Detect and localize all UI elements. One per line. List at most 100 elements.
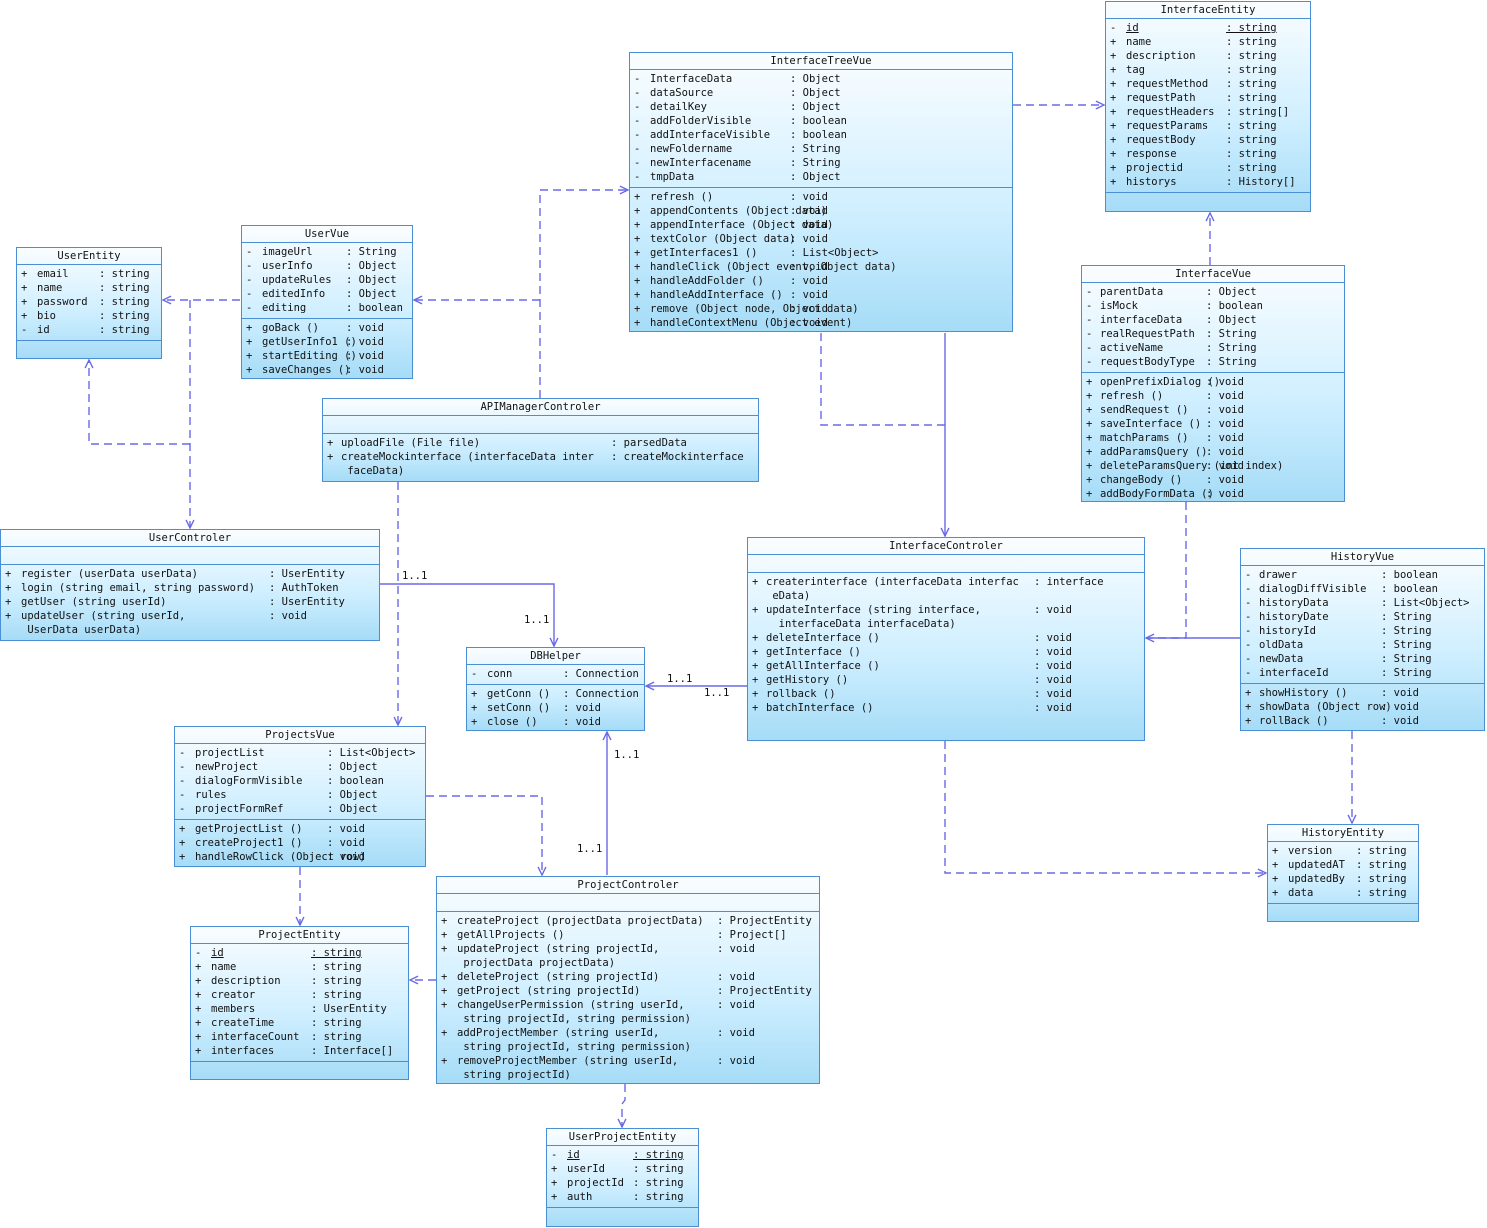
- visibility-marker: +: [1110, 176, 1117, 188]
- visibility-marker: +: [179, 851, 186, 863]
- attribute-section: -InterfaceData: Object-dataSource: Objec…: [630, 70, 1012, 188]
- visibility-marker: +: [5, 582, 12, 594]
- class-project-controler[interactable]: ProjectControler+createProject (projectD…: [436, 876, 820, 1084]
- class-title: UserControler: [1, 530, 379, 547]
- attribute-name: editing: [262, 302, 307, 314]
- visibility-marker: +: [634, 233, 641, 245]
- attribute-name: projectid: [1126, 162, 1183, 174]
- class-interface-tree-vue[interactable]: InterfaceTreeVue-InterfaceData: Object-d…: [629, 52, 1013, 332]
- attribute-row: +email: string: [17, 267, 161, 281]
- operation-signature: setConn (): [487, 702, 551, 714]
- visibility-marker: +: [634, 219, 641, 231]
- class-project-entity[interactable]: ProjectEntity-id: string+name: string+de…: [190, 926, 409, 1080]
- visibility-marker: +: [1086, 488, 1093, 500]
- arrow-head: [644, 681, 655, 691]
- class-title: InterfaceEntity: [1106, 2, 1310, 19]
- class-api-manager-controler[interactable]: APIManagerControler+uploadFile (File fil…: [322, 398, 759, 482]
- attribute-type: : boolean: [1381, 569, 1438, 581]
- attribute-section: +version: string+updatedAT: string+updat…: [1268, 842, 1418, 904]
- attribute-name: requestPath: [1126, 92, 1196, 104]
- operation-return-type: : void: [790, 303, 828, 315]
- visibility-marker: -: [179, 747, 186, 759]
- attribute-row: -parentData: Object: [1082, 285, 1344, 299]
- operation-signature: getUser (string userId): [21, 596, 167, 608]
- visibility-marker: +: [1272, 887, 1279, 899]
- class-interface-entity[interactable]: InterfaceEntity-id: string+name: string+…: [1105, 1, 1311, 212]
- attribute-type: : string: [1226, 50, 1277, 62]
- operation-return-type: : void: [790, 261, 828, 273]
- attribute-row: -addInterfaceVisible: boolean: [630, 128, 1012, 142]
- visibility-marker: +: [441, 1055, 448, 1067]
- attribute-type: : string: [1356, 845, 1407, 857]
- class-user-project-entity[interactable]: UserProjectEntity-id: string+userId: str…: [546, 1128, 699, 1227]
- visibility-marker: +: [752, 646, 759, 658]
- attribute-row: -id: string: [17, 323, 161, 337]
- operation-signature: textColor (Object data): [650, 233, 796, 245]
- attribute-row: -dialogDiffVisible: boolean: [1241, 582, 1484, 596]
- attribute-row: +updatedBy: string: [1268, 872, 1418, 886]
- operation-row: +getUser (string userId): UserEntity: [1, 595, 379, 609]
- multiplicity-label: 1..1: [667, 673, 693, 685]
- attribute-name: password: [37, 296, 88, 308]
- visibility-marker: +: [1110, 78, 1117, 90]
- attribute-name: dialogDiffVisible: [1259, 583, 1367, 595]
- class-history-vue[interactable]: HistoryVue-drawer: boolean-dialogDiffVis…: [1240, 548, 1485, 731]
- operation-return-type: : void: [327, 837, 365, 849]
- operation-signature: rollback (): [766, 688, 836, 700]
- operation-section: +createrinterface (interfaceData interfa…: [748, 573, 1144, 718]
- attribute-row: +projectId: string: [547, 1176, 698, 1190]
- visibility-marker: +: [179, 837, 186, 849]
- attribute-name: projectId: [567, 1177, 624, 1189]
- visibility-marker: -: [179, 761, 186, 773]
- dependency-controler-to-userproject: [621, 1084, 626, 1127]
- arrow-head: [1205, 211, 1215, 222]
- visibility-marker: +: [634, 289, 641, 301]
- attribute-name: addFolderVisible: [650, 115, 752, 127]
- operation-return-type: : void: [1034, 646, 1072, 658]
- class-db-helper[interactable]: DBHelper-conn: Connection+getConn (): Co…: [466, 647, 645, 731]
- attribute-section: -parentData: Object-isMock: boolean-inte…: [1082, 283, 1344, 373]
- class-interface-vue[interactable]: InterfaceVue-parentData: Object-isMock: …: [1081, 265, 1345, 502]
- visibility-marker: +: [246, 336, 253, 348]
- attribute-type: : boolean: [327, 775, 384, 787]
- visibility-marker: +: [551, 1191, 558, 1203]
- operation-return-type: : void: [1206, 460, 1244, 472]
- visibility-marker: +: [551, 1163, 558, 1175]
- operation-signature: deleteProject (string projectId): [457, 971, 660, 983]
- class-title: DBHelper: [467, 648, 644, 665]
- operation-row: +getUserInfo1 (): void: [242, 335, 412, 349]
- attribute-type: : string[]: [1226, 106, 1290, 118]
- attribute-name: projectFormRef: [195, 803, 284, 815]
- attribute-name: historys: [1126, 176, 1177, 188]
- visibility-marker: -: [634, 143, 641, 155]
- visibility-marker: -: [634, 115, 641, 127]
- visibility-marker: +: [551, 1177, 558, 1189]
- class-title: InterfaceControler: [748, 538, 1144, 555]
- class-user-entity[interactable]: UserEntity+email: string+name: string+pa…: [16, 247, 162, 359]
- attribute-row: +description: string: [1106, 49, 1310, 63]
- attribute-row: +data: string: [1268, 886, 1418, 900]
- attribute-type: : string: [311, 975, 362, 987]
- attribute-row: -updateRules: Object: [242, 273, 412, 287]
- visibility-marker: +: [195, 1003, 202, 1015]
- visibility-marker: +: [752, 632, 759, 644]
- operation-signature: getInterfaces1 (): [650, 247, 758, 259]
- class-user-vue[interactable]: UserVue-imageUrl: String-userInfo: Objec…: [241, 225, 413, 379]
- operation-signature: saveChanges (): [262, 364, 351, 376]
- class-history-entity[interactable]: HistoryEntity+version: string+updatedAT:…: [1267, 824, 1419, 922]
- operation-signature: updateInterface (string interface, inter…: [766, 604, 981, 630]
- class-user-controler[interactable]: UserControler+register (userData userDat…: [0, 529, 380, 641]
- operation-section: +showHistory (): void+showData (Object r…: [1241, 684, 1484, 731]
- attribute-section: -imageUrl: String-userInfo: Object-updat…: [242, 243, 412, 319]
- class-interface-controler[interactable]: InterfaceControler +createrinterface (int…: [747, 537, 1145, 741]
- operation-row: +remove (Object node, Object data): void: [630, 302, 1012, 316]
- multiplicity-label: 1..1: [402, 570, 428, 582]
- class-projects-vue[interactable]: ProjectsVue-projectList: List<Object>-ne…: [174, 726, 426, 867]
- operation-row: +handleAddInterface (): void: [630, 288, 1012, 302]
- attribute-type: : string: [633, 1191, 684, 1203]
- attribute-type: : String: [1381, 611, 1432, 623]
- attribute-name: name: [211, 961, 237, 973]
- operation-row: +goBack (): void: [242, 321, 412, 335]
- attribute-section: +email: string+name: string+password: st…: [17, 265, 161, 341]
- attribute-type: : string: [1356, 873, 1407, 885]
